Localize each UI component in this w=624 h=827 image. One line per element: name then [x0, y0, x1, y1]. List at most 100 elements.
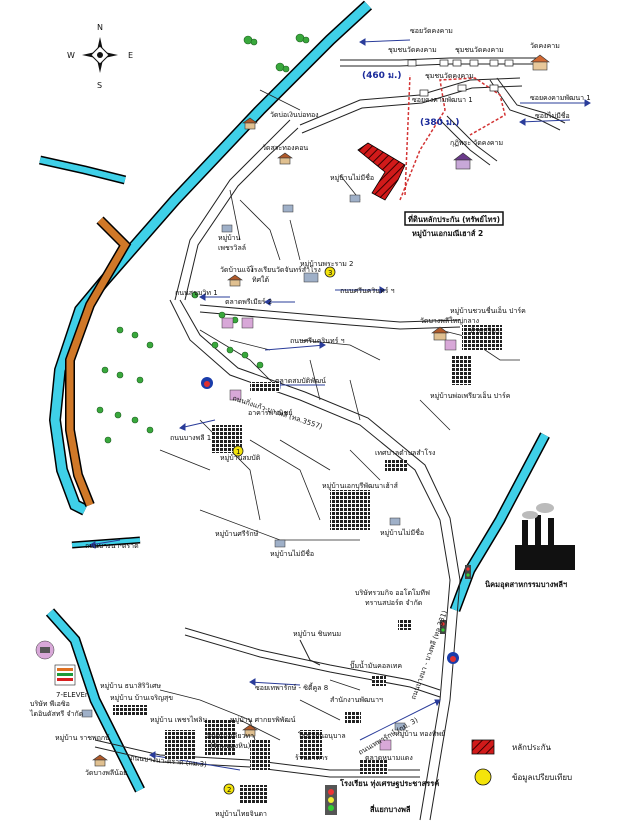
label-wat-nong: วัดบางพลีใหญ่กลาง [420, 316, 479, 325]
label-wat-sa: วัดสระทองคอน [262, 144, 308, 152]
seven-eleven-icon [54, 664, 76, 686]
label-chumchon-3: ชุมชนวัดคงคาม [425, 72, 474, 80]
label-mb-b: บ้านปรีดา [470, 327, 500, 335]
label-wat-nongkrachae: วัดหนองเดียวทา [205, 732, 254, 740]
label-shop-a: สำนักงานพัฒนาฯ [330, 696, 383, 704]
legend-subject-label: หลักประกัน [512, 743, 552, 752]
label-mb-sompong: หมู่บ้านสมบัติ [220, 454, 261, 462]
temple-icons [221, 317, 457, 751]
label-company-left-2: ไดอินดัสทรี จำกัด [29, 709, 83, 718]
label-mb-chinthana: หมู่บ้าน ชินทนม [293, 630, 341, 638]
label-company-left-1: บริษัท พีเอซิอ [30, 700, 70, 708]
route-path [399, 74, 506, 201]
label-thai-house: อาคารพาณิชย์ [248, 409, 292, 417]
marker-2[interactable]: 2 [223, 783, 235, 795]
canal-bottom-left [45, 608, 145, 793]
community-icons [407, 59, 514, 97]
label-tesaban: เทศบาลตำบลสำโรง [375, 448, 435, 457]
label-soi-pattana-1a: ซอยคงคามพัฒนา 1 [530, 94, 591, 102]
legend-compare-label: ข้อมูลเปรียบเทียบ [512, 773, 572, 783]
label-chumchon-1: ชุมชนวัดคงคาม [388, 46, 437, 54]
canal-left-orange [65, 216, 132, 507]
label-distance-460: (460 ม.) [362, 71, 402, 81]
traffic-light-icons [325, 565, 471, 815]
compass-n: N [97, 23, 103, 32]
label-kutti: กุฏิพระ วัดคงคาม [450, 139, 503, 147]
label-market-bottom: ตลาดหนามแดง [365, 754, 413, 762]
label-mb-thip: หมู่บ้านไทยจินดา [215, 809, 267, 818]
label-school-b: ทิศใต้ [252, 275, 269, 284]
subject-property[interactable] [357, 142, 406, 201]
label-road-soi-c: ถนนบางพลี 1 [170, 434, 211, 442]
compass-s: S [97, 81, 102, 90]
label-mb-ban-charoen: หมู่บ้าน บ้านเจริญสุข [110, 694, 173, 702]
subject-label: ที่ดินหลักประกัน (ทรัพย์ไทร) [408, 213, 500, 224]
marker-1[interactable]: 1 [232, 445, 244, 457]
label-shop-b: ร้านอาหาร [295, 754, 328, 762]
label-soi-pattana-1b: ซอยคงคามพัฒนา 1 [412, 96, 473, 104]
fuel-station-icons [201, 377, 459, 664]
legend-subject-swatch [471, 739, 495, 755]
legend-compare-swatch [474, 768, 492, 786]
label-road-soi-a: ถนนศรีนครินทร์ ฯ [340, 287, 395, 295]
label-mb-ploi: หมู่บ้าน ทองทิพย์ [395, 730, 445, 738]
compass-w: W [67, 51, 75, 60]
label-distance-380: (380 ม.) [420, 118, 460, 128]
label-mb-sirirak: หมู่บ้านศรีรักษ์ [215, 530, 259, 538]
label-traffic-area: สี่แยกบางพลี [370, 803, 411, 814]
label-soi-thepha: ซอยเทพารักษ์ - ซิตี้คูล 8 [255, 681, 328, 692]
label-mb-no-name-1: หมู่บ้านไม่มีชื่อ [330, 173, 374, 182]
label-mb-prompong: หมู่บ้านพ่อเพรียวเอ็น ปาร์ค [430, 391, 511, 400]
label-wat-chaeng: วัดบ้านแจ้ง [220, 266, 254, 274]
label-school-bottom: โรงเรียน ทุ่งเศรษฐประชาสรรค์ [339, 778, 439, 789]
label-mb-seri: หมู่บ้านพระราม 2 [300, 260, 354, 268]
marker-3[interactable]: 3 [324, 266, 336, 278]
label-school: โรงเรียนวัดจันทร์สำโรง [250, 265, 321, 274]
label-mb-pathum-2: เพชรวิลล์ [218, 244, 246, 252]
label-road-bottom-left: ถนนบางนา-ตราด [85, 542, 139, 550]
tree-cluster-icons [96, 33, 310, 444]
label-mb-sakthep: หมู่บ้าน ศากยรพิพัฒน์ [230, 716, 296, 724]
label-mb-no-name-3: หมู่บ้านไม่มีชื่อ [380, 528, 424, 537]
label-mb-chuan: หมู่บ้านชวนชื่นเอ็น ปาร์ค [450, 306, 526, 315]
label-industrial: นิคมอุตสาหกรรมบางพลีฯ [485, 580, 567, 589]
canal-right [449, 432, 550, 612]
subject-label-box [404, 211, 504, 226]
label-mb-petchphaisarn: หมู่บ้าน เพชรไพลิน [150, 715, 208, 724]
label-soi-wat-kongkhan: ซอยวัดคงคาม [410, 27, 453, 35]
road-main [169, 299, 451, 821]
label-company-2: ทรานสปอร์ต จำกัด [365, 599, 422, 607]
label-wat-kongkhan: วัดคงคาม [530, 42, 560, 50]
label-mb-rachapruek: หมู่บ้าน ราชพฤกษ์ [55, 734, 110, 742]
label-wat-bon-nong: วัดบ่อเงินบ่อทอง [270, 111, 319, 119]
label-pump: ปั๊มน้ำมันคอลเทค [350, 659, 402, 670]
subject-village-label: หมู่บ้านเอกมณีเฮาส์ 2 [412, 229, 483, 239]
label-mb-ekaburi: หมู่บ้านเอกบุรีพัฒนาเฮ้าส์ [322, 482, 399, 490]
map-labels: ซอยวัดคงคาม ชุมชนวัดคงคาม ชุมชนวัดคงคาม … [29, 27, 591, 818]
compass-rose [82, 37, 118, 73]
label-wat-nongkrachae-2: (วัดหนองหิน) [210, 742, 251, 750]
label-mb-pathum: หมู่บ้าน [218, 234, 241, 242]
svg-text:3: 3 [328, 269, 332, 277]
legend: หลักประกัน ข้อมูลเปรียบเทียบ [471, 739, 572, 786]
canal-left-thin [39, 155, 127, 185]
label-mb-no-name-2: หมู่บ้านไม่มีชื่อ [270, 549, 314, 558]
label-road-sriwan: ถนนสุขุมวิท 1 [175, 289, 218, 297]
label-talat-2: ตลาดสมบัติพัฒน์ [275, 377, 326, 385]
label-mb-srisawat: หมู่บ้าน ธนาสิริวิเศษ [100, 682, 161, 690]
label-road-soi-b: ถนนศรีนครินทร์ ฯ [290, 337, 345, 345]
village-blocks [113, 325, 502, 803]
road-north [174, 119, 291, 301]
label-kindergarten: โรงเรียนอนุบาล [298, 731, 346, 740]
label-wat-left: วัดบางพลีน้อย [85, 769, 127, 777]
market-icon [35, 640, 55, 660]
label-talat-1: ตลาดพรีเมียร์ 2 [225, 298, 272, 306]
village-icons [81, 194, 406, 731]
label-company-1: บริษัทรวมกิจ ออโตโมทีฟ [355, 588, 430, 597]
label-seven: 7-ELEVEn [56, 691, 89, 699]
label-chumchon-2: ชุมชนวัดคงคาม [455, 46, 504, 54]
compass-e: E [128, 51, 133, 60]
label-soi-mai-mi: ซอยไม่มีชื่อ [535, 111, 570, 120]
road-middle [199, 304, 461, 323]
